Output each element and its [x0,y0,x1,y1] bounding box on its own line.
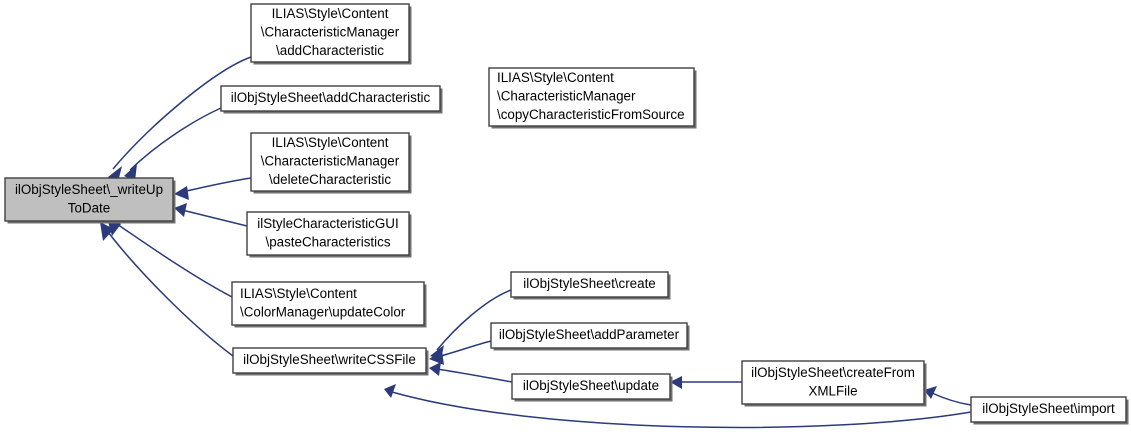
arrowhead-icon [429,351,444,365]
arrowhead-icon [670,376,682,389]
arrowhead-icon [124,164,137,181]
node-styleguicgui-paste[interactable]: ilStyleCharacteristicGUI \pasteCharacteri… [246,211,412,258]
node-oss-import[interactable]: ilObjStyleSheet\import [970,396,1129,425]
node-oss-addparameter[interactable]: ilObjStyleSheet\addParameter [490,322,690,351]
node-oss-writecssfile[interactable]: ilObjStyleSheet\writeCSSFile [232,347,429,376]
node-label-line: \CharacteristicManager [497,89,636,104]
node-colormanager-update[interactable]: ILIAS\Style\Content \ColorManager\updateC… [231,281,427,328]
edge-oss-addparameter-to-oss-writecssfile [429,340,492,365]
node-label-line: \copyCharacteristicFromSource [497,107,685,122]
node-rect[interactable] [488,67,695,127]
node-oss-create[interactable]: ilObjStyleSheet\create [510,271,671,300]
node-label-line: ILIAS\Style\Content [272,6,389,21]
node-label-line: \ColorManager\updateColor [240,304,406,319]
arrowhead-icon [100,222,114,241]
node-label-line: ilObjStyleSheet\update [523,378,659,393]
node-label-line: \addCharacteristic [276,43,384,58]
node-rect[interactable] [970,396,1127,423]
node-label-line: ILIAS\Style\Content [272,135,389,150]
node-cm-add[interactable]: ILIAS\Style\Content \CharacteristicManage… [250,3,412,65]
node-rect[interactable] [246,211,410,256]
node-label-line: ilObjStyleSheet\writeCSSFile [243,352,416,367]
node-rect[interactable] [490,322,688,349]
node-label-line: ilObjStyleSheet\import [982,401,1115,416]
node-rect[interactable] [250,3,410,63]
arrowhead-icon [384,384,396,398]
node-rect[interactable] [231,281,425,326]
node-label-line: ilObjStyleSheet\addParameter [499,327,680,342]
node-oss-add[interactable]: ilObjStyleSheet\addCharacteristic [220,85,443,114]
edge-styleguicgui-paste-to-writeuptodate [174,203,248,227]
node-label-line: \pasteCharacteristics [265,234,390,249]
node-label-line: ilObjStyleSheet\createFrom [751,365,915,380]
node-rect[interactable] [510,271,669,298]
arrowhead-icon [174,203,187,217]
node-rect[interactable] [4,177,174,222]
edge-oss-add-to-writeuptodate [124,107,222,181]
node-label-line: XMLFile [808,383,857,398]
edge-oss-update-to-oss-writecssfile [429,362,513,383]
edge-oss-import-to-oss-writecssfile [384,384,972,429]
node-label-line: \deleteCharacteristic [269,172,391,187]
node-rect[interactable] [511,373,671,400]
node-rect[interactable] [232,347,427,374]
node-label-line: ilObjStyleSheet\addCharacteristic [231,90,431,105]
edge-colormanager-update-to-writeuptodate [107,218,233,298]
arrowhead-icon [924,386,937,399]
node-label-line: \CharacteristicManager [261,154,400,169]
node-rect[interactable] [250,132,410,192]
node-label-line: ILIAS\Style\Content [497,70,614,85]
node-cm-delete[interactable]: ILIAS\Style\Content \CharacteristicManage… [250,132,412,194]
node-cm-copy[interactable]: ILIAS\Style\Content \CharacteristicManage… [488,67,697,129]
node-label-line: ToDate [68,200,110,215]
edge-oss-writecssfile-to-writeuptodate [100,222,234,357]
edge-cm-delete-to-writeuptodate [174,177,252,200]
node-label-line: ilObjStyleSheet\create [523,276,656,291]
node-rect[interactable] [741,360,925,405]
node-oss-update[interactable]: ilObjStyleSheet\update [511,373,673,402]
node-label-line: \CharacteristicManager [261,25,400,40]
arrowhead-icon [174,186,189,200]
arrowhead-icon [429,362,441,376]
node-label-line: ILIAS\Style\Content [240,286,357,301]
edge-oss-import-to-oss-createfromxmlfile [924,386,972,406]
node-label-line: ilStyleCharacteristicGUI [257,216,398,231]
node-label-line: ilObjStyleSheet\_writeUp [15,182,163,197]
edge-oss-createfromxmlfile-to-oss-update [670,376,742,389]
node-rect[interactable] [220,85,441,112]
edge-cm-add-to-writeuptodate [108,56,252,182]
